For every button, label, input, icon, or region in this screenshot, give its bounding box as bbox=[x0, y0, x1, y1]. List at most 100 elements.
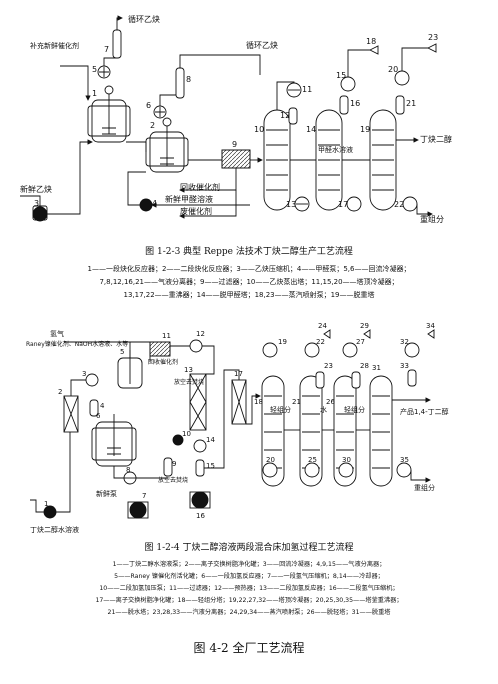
separator-4 bbox=[89, 399, 99, 417]
num2-30: 30 bbox=[342, 456, 351, 464]
label-fresh-formaldehyde: 新鲜甲醛溶液 bbox=[165, 194, 213, 204]
label-butynediol-solution: 丁炔二醇水溶液 bbox=[30, 525, 79, 534]
diagram2-numbers: 1 2 3 4 5 6 7 8 9 10 11 12 13 14 15 16 1… bbox=[44, 322, 435, 520]
num-23: 23 bbox=[428, 33, 438, 42]
num2-33: 33 bbox=[400, 362, 409, 370]
separator-21 bbox=[395, 95, 405, 115]
diagram-reppe-process bbox=[20, 15, 437, 222]
diagram1-labels: 循环乙炔 循环乙炔 补充新鲜催化剂 新鲜乙炔 回收催化剂 新鲜甲醛溶液 废催化剂… bbox=[20, 14, 452, 224]
diagram1-caption: 图 1-2-3 典型 Reppe 法技术丁炔二醇生产工艺流程 1——一段炔化反应… bbox=[88, 245, 411, 299]
num-16: 16 bbox=[350, 99, 360, 108]
label-recycle-acetylene-top: 循环乙炔 bbox=[128, 14, 160, 24]
num-3: 3 bbox=[34, 199, 39, 208]
num2-31: 31 bbox=[372, 364, 381, 372]
label-vent-1: 放空去焚烧 bbox=[174, 378, 204, 386]
caption-title-1: 图 1-2-3 典型 Reppe 法技术丁炔二醇生产工艺流程 bbox=[145, 245, 353, 257]
num2-18: 18 bbox=[254, 398, 263, 406]
num2-26: 26 bbox=[326, 398, 335, 406]
num2-35: 35 bbox=[400, 456, 409, 464]
label-product: 产品1,4-丁二醇 bbox=[400, 407, 449, 416]
num2-17: 17 bbox=[234, 370, 243, 378]
separator-7 bbox=[112, 29, 122, 59]
legend-2-line-1: 1——丁炔二醇水溶液泵；2——离子交换树脂净化罐；3——回流冷凝器；4,9,15… bbox=[113, 560, 386, 568]
num2-3: 3 bbox=[82, 370, 86, 378]
num2-10: 10 bbox=[182, 430, 191, 438]
num2-27: 27 bbox=[356, 338, 365, 346]
ejector-23 bbox=[414, 43, 437, 53]
num-20: 20 bbox=[388, 65, 398, 74]
num-19: 19 bbox=[360, 125, 370, 134]
num2-4: 4 bbox=[100, 402, 105, 410]
reboiler-30 bbox=[338, 462, 354, 478]
reactor-1 bbox=[87, 85, 131, 143]
num-9: 9 bbox=[232, 140, 237, 149]
preheater-12 bbox=[189, 339, 203, 353]
num-17: 17 bbox=[338, 200, 348, 209]
column-21 bbox=[299, 375, 323, 487]
label-waste-catalyst: 废催化剂 bbox=[180, 206, 212, 216]
ejector-18 bbox=[362, 45, 379, 55]
condenser-3 bbox=[85, 373, 99, 387]
label-light-2: 轻组分 bbox=[344, 405, 365, 414]
num2-24: 24 bbox=[318, 322, 327, 330]
num2-5: 5 bbox=[120, 348, 124, 356]
separator-15 bbox=[195, 459, 205, 477]
compressor-7 bbox=[129, 501, 147, 519]
condenser-27 bbox=[342, 342, 358, 358]
legend-2-line-4: 17——离子交换树脂净化罐；18——轻组分塔；19,22,27,32——塔顶冷凝… bbox=[95, 596, 402, 604]
num2-20: 20 bbox=[266, 456, 275, 464]
column-14 bbox=[315, 109, 343, 211]
num-14: 14 bbox=[306, 125, 316, 134]
label-hydrogen: 氢气 bbox=[50, 329, 64, 338]
separator-33 bbox=[407, 369, 417, 387]
legend-1-line-3: 13,17,22——重沸器；14——脱甲醛塔；18,23——蒸汽喷射泵；19——… bbox=[123, 290, 374, 299]
num2-32: 32 bbox=[400, 338, 409, 346]
num-18: 18 bbox=[366, 37, 376, 46]
num-11: 11 bbox=[302, 85, 312, 94]
label-fresh-acetylene: 新鲜乙炔 bbox=[20, 184, 52, 194]
num2-23: 23 bbox=[324, 362, 333, 370]
filter-9 bbox=[221, 149, 251, 169]
num2-1: 1 bbox=[44, 500, 48, 508]
num2-34: 34 bbox=[426, 322, 435, 330]
reboiler-20 bbox=[262, 462, 278, 478]
num-7: 7 bbox=[104, 45, 109, 54]
num2-14: 14 bbox=[206, 436, 215, 444]
resin-tank-2 bbox=[63, 395, 79, 433]
resin-tank-17 bbox=[231, 379, 247, 425]
num2-28: 28 bbox=[360, 362, 369, 370]
num-1: 1 bbox=[92, 89, 97, 98]
num-13: 13 bbox=[286, 200, 296, 209]
condenser-19 bbox=[262, 342, 278, 358]
diagram1-numbers: 1 2 3 4 5 6 7 8 9 10 11 12 13 14 15 16 1… bbox=[34, 33, 438, 209]
compressor-16 bbox=[191, 491, 209, 509]
num2-19: 19 bbox=[278, 338, 287, 346]
label-vent-2: 放空去焚烧 bbox=[158, 476, 188, 484]
column-26 bbox=[333, 375, 357, 487]
num-4: 4 bbox=[152, 199, 157, 208]
label-light-1: 轻组分 bbox=[270, 405, 291, 414]
diagram2-caption: 图 1-2-4 丁炔二醇溶液两段混合床加氢过程工艺流程 1——丁炔二醇水溶液泵；… bbox=[95, 541, 402, 616]
num2-16: 16 bbox=[196, 512, 205, 520]
separator-8 bbox=[175, 67, 185, 99]
num2-21: 21 bbox=[292, 398, 301, 406]
num-12: 12 bbox=[280, 111, 290, 120]
separator-28 bbox=[351, 371, 361, 389]
label-butynediol: 丁炔二醇 bbox=[420, 134, 452, 144]
column-10 bbox=[263, 109, 291, 211]
reboiler-22 bbox=[402, 196, 418, 212]
diagram-hydrogenation-process bbox=[30, 329, 435, 519]
filter-11 bbox=[149, 341, 171, 357]
num2-22: 22 bbox=[316, 338, 325, 346]
num2-2: 2 bbox=[58, 388, 62, 396]
num2-6: 6 bbox=[96, 412, 101, 420]
num-15: 15 bbox=[336, 71, 346, 80]
column-18 bbox=[261, 375, 285, 487]
label-heavy-2: 重组分 bbox=[414, 483, 435, 492]
num-10: 10 bbox=[254, 125, 264, 134]
ejector-24 bbox=[323, 329, 331, 339]
separator-23 bbox=[315, 371, 325, 389]
num2-29: 29 bbox=[360, 322, 369, 330]
column-31 bbox=[369, 375, 393, 487]
